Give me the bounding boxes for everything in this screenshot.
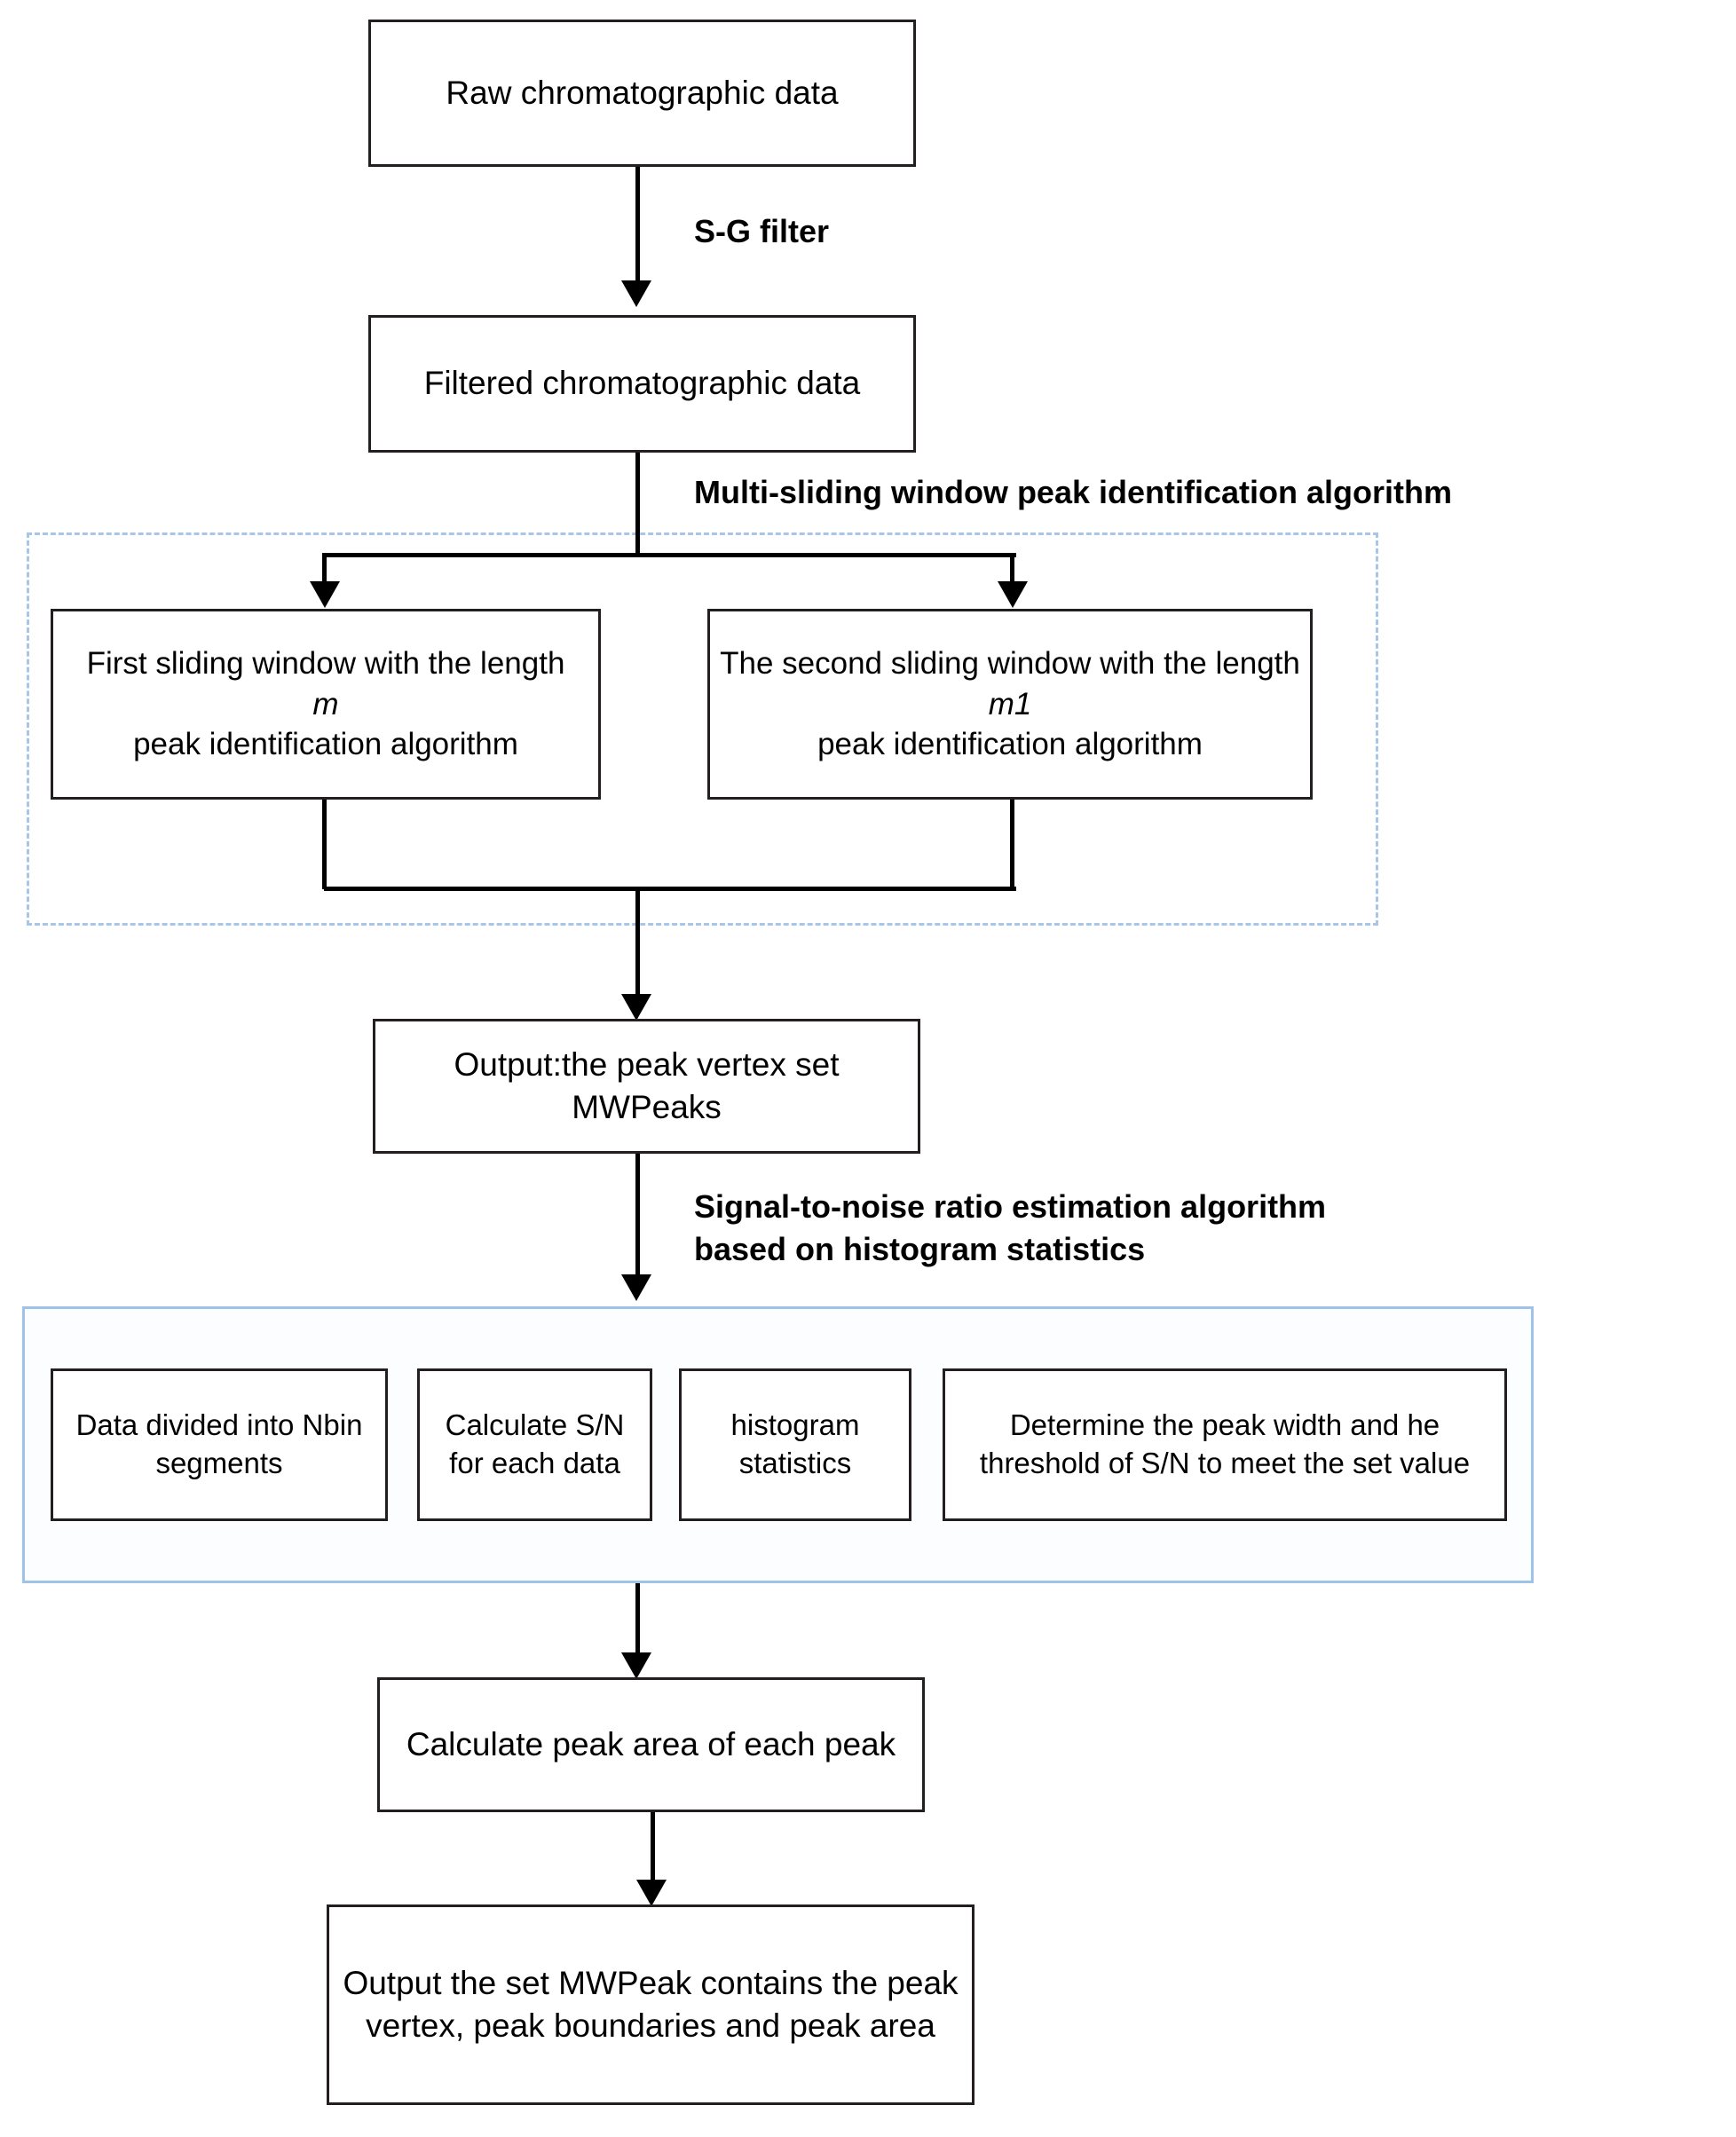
arrowhead-area-to-final-output xyxy=(636,1880,667,1906)
connector-merge-bar xyxy=(324,887,1016,891)
node-calculate-peak-area-label: Calculate peak area of each peak xyxy=(406,1725,896,1762)
connector-snr-group-to-area xyxy=(635,1583,640,1661)
connector-merge-to-output xyxy=(635,887,640,1000)
node-output-mwpeaks-label: Output:the peak vertex set MWPeaks xyxy=(454,1045,840,1125)
connector-raw-to-filtered xyxy=(635,167,640,288)
arrowhead-raw-to-filtered xyxy=(621,280,651,307)
node-first-sliding-window-label: First sliding window with the length m p… xyxy=(62,643,589,765)
connector-filtered-to-split xyxy=(635,453,640,557)
node-filtered-chromatographic-data[interactable]: Filtered chromatographic data xyxy=(368,315,916,453)
node-calculate-sn-label: Calculate S/N for each data xyxy=(445,1408,625,1479)
node-second-sliding-window[interactable]: The second sliding window with the lengt… xyxy=(707,609,1313,800)
node-output-mwpeaks[interactable]: Output:the peak vertex set MWPeaks xyxy=(373,1019,920,1154)
arrowhead-output-to-snr-group xyxy=(621,1274,651,1301)
node-raw-chromatographic-data[interactable]: Raw chromatographic data xyxy=(368,20,916,167)
connector-split-left-drop xyxy=(322,553,327,587)
node-determine-peak-width-threshold[interactable]: Determine the peak width and he threshol… xyxy=(943,1368,1507,1521)
second-window-variable-m1: m1 xyxy=(988,686,1032,722)
connector-first-window-down xyxy=(322,800,327,889)
node-raw-chromatographic-data-label: Raw chromatographic data xyxy=(446,74,839,111)
first-window-text-post: peak identification algorithm xyxy=(133,727,518,762)
node-first-sliding-window[interactable]: First sliding window with the length m p… xyxy=(51,609,601,800)
node-calculate-peak-area[interactable]: Calculate peak area of each peak xyxy=(377,1677,925,1812)
node-histogram-statistics-label: histogram statistics xyxy=(730,1408,860,1479)
node-calculate-sn-for-each-data[interactable]: Calculate S/N for each data xyxy=(417,1368,652,1521)
node-histogram-statistics[interactable]: histogram statistics xyxy=(679,1368,911,1521)
edge-label-sg-filter: S-G filter xyxy=(694,213,830,249)
node-final-output-mwpeak[interactable]: Output the set MWPeak contains the peak … xyxy=(327,1904,975,2105)
second-window-text-pre: The second sliding window with the lengt… xyxy=(720,646,1300,682)
connector-output-to-snr-group xyxy=(635,1154,640,1280)
edge-label-snr-line1: Signal-to-noise ratio estimation algorit… xyxy=(694,1188,1327,1225)
first-window-variable-m: m xyxy=(312,686,339,722)
node-filtered-chromatographic-data-label: Filtered chromatographic data xyxy=(423,365,861,402)
arrowhead-merge-to-output xyxy=(621,994,651,1021)
connector-second-window-down xyxy=(1010,800,1014,889)
arrowhead-to-second-window xyxy=(998,581,1028,608)
connector-split-bar xyxy=(324,553,1016,557)
node-determine-threshold-label: Determine the peak width and he threshol… xyxy=(979,1408,1471,1479)
arrowhead-snr-group-to-area xyxy=(621,1652,651,1679)
connector-split-right-drop xyxy=(1010,553,1014,587)
node-final-output-label: Output the set MWPeak contains the peak … xyxy=(343,1964,959,2044)
first-window-text-pre: First sliding window with the length xyxy=(86,646,565,682)
edge-label-snr-line2: based on histogram statistics xyxy=(694,1231,1146,1267)
connector-area-to-final-output xyxy=(651,1812,655,1889)
node-second-sliding-window-label: The second sliding window with the lengt… xyxy=(719,643,1301,765)
node-data-divided-into-nbin-segments[interactable]: Data divided into Nbin segments xyxy=(51,1368,388,1521)
group-multi-sliding-window xyxy=(27,532,1378,926)
arrowhead-to-first-window xyxy=(310,581,340,608)
node-data-divided-label: Data divided into Nbin segments xyxy=(75,1408,363,1479)
edge-label-multi-sliding-window: Multi-sliding window peak identification… xyxy=(694,474,1452,510)
second-window-text-post: peak identification algorithm xyxy=(817,727,1203,762)
